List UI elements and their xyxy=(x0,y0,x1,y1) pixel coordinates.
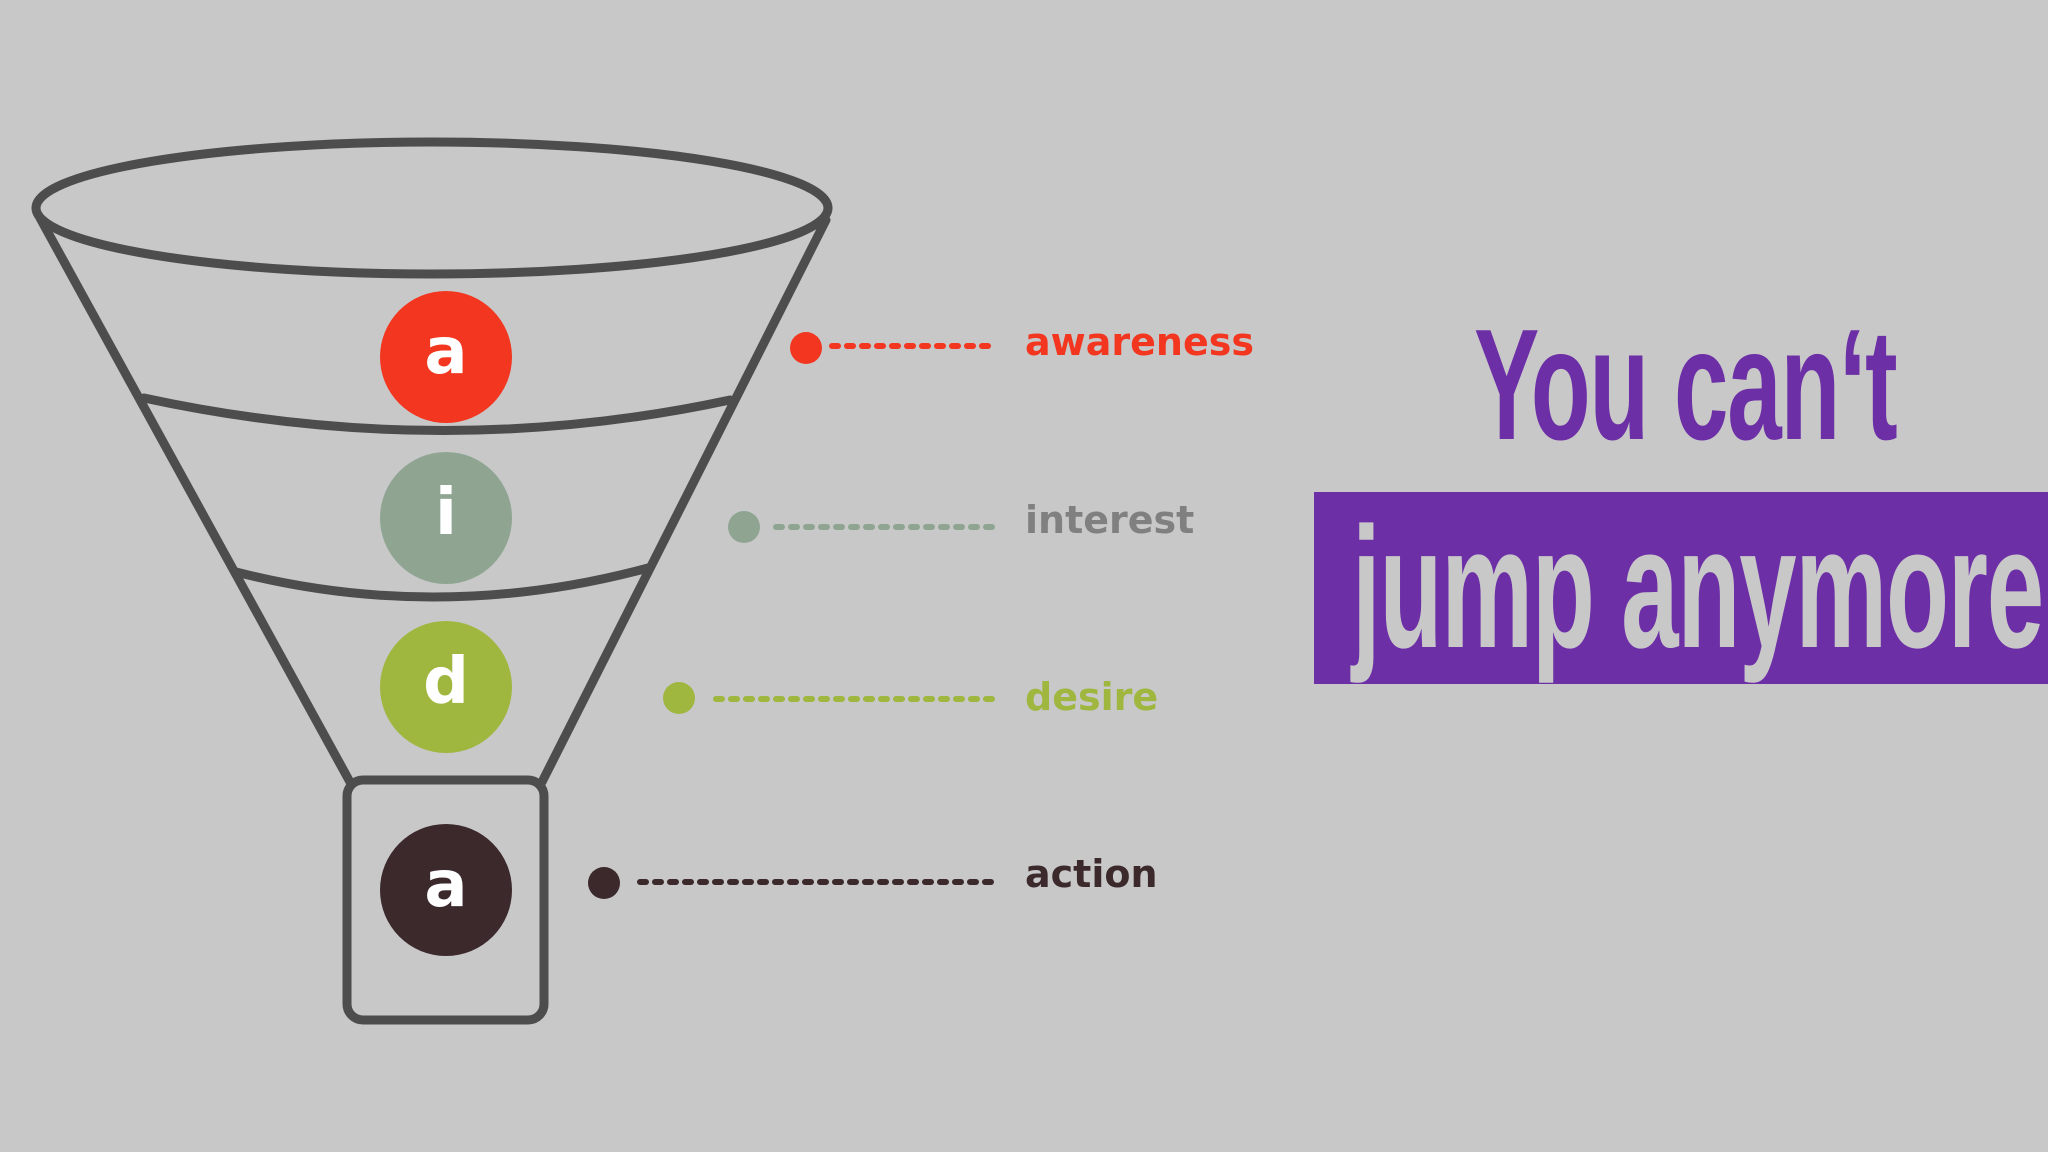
funnel-right-wall xyxy=(537,215,831,787)
stage-circle xyxy=(380,291,512,423)
stage-letter: d xyxy=(423,645,469,719)
funnel-band-2 xyxy=(231,563,653,602)
stage-awareness: a awareness xyxy=(380,291,1254,423)
stage-letter: a xyxy=(424,315,467,389)
funnel-outline xyxy=(31,137,833,1025)
headline-highlight-box: jump anymore xyxy=(1314,492,2048,684)
stage-interest: i interest xyxy=(380,452,1194,584)
stage-label: awareness xyxy=(1025,320,1254,364)
stage-letter: a xyxy=(424,848,467,922)
stage-label: desire xyxy=(1025,675,1158,719)
stage-label: action xyxy=(1025,852,1158,896)
stage-circle xyxy=(380,452,512,584)
stage-action: a action xyxy=(380,824,1158,956)
connector-dot xyxy=(728,511,760,543)
connector-dot xyxy=(663,682,695,714)
connector-dot xyxy=(588,867,620,899)
funnel-spout xyxy=(342,775,549,1025)
connector-dot xyxy=(790,332,822,364)
stage-circle xyxy=(380,621,512,753)
funnel-rim xyxy=(31,137,833,279)
stage-letter: i xyxy=(435,476,457,550)
stage-circle xyxy=(380,824,512,956)
headline-line-1: You can‘t xyxy=(1474,297,1898,473)
funnel-left-wall xyxy=(35,213,355,787)
stage-label: interest xyxy=(1025,498,1194,542)
headline-line-2: jump anymore xyxy=(1352,492,2044,684)
stage-desire: d desire xyxy=(380,621,1158,753)
funnel-band-1 xyxy=(139,393,735,435)
